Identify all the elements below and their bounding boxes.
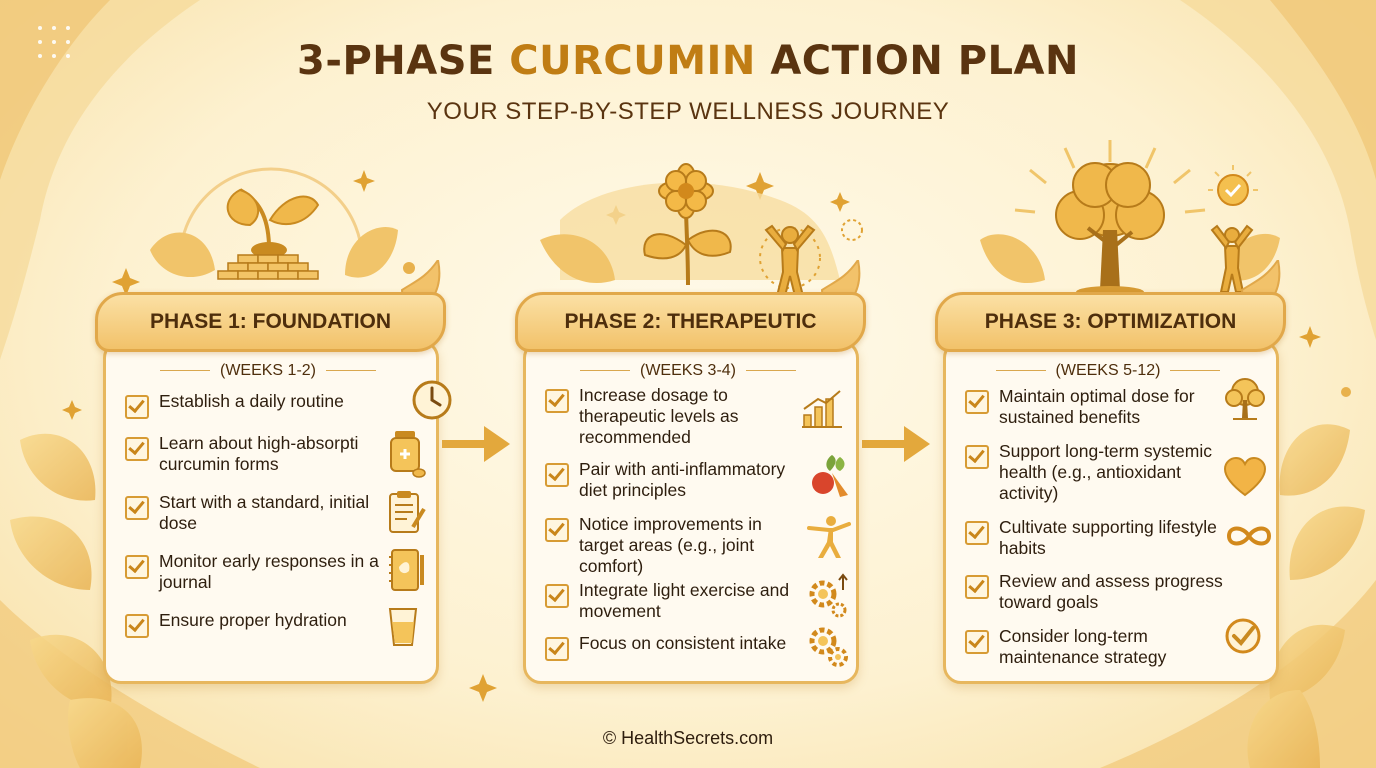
phase-2-title: PHASE 2: THERAPEUTIC xyxy=(515,292,866,352)
heart-icon xyxy=(1223,457,1267,497)
phase-3-body xyxy=(943,340,1279,684)
footer-copyright: © HealthSecrets.com xyxy=(602,728,774,748)
phase-3-title: PHASE 3: OPTIMIZATION xyxy=(935,292,1286,352)
phase-1-weeks: (WEEKS 1-2) xyxy=(103,362,433,380)
checkbox-icon xyxy=(545,584,569,608)
checkbox-icon xyxy=(125,395,149,419)
bar-chart-icon xyxy=(802,390,842,428)
checkbox-icon xyxy=(125,496,149,520)
clipboard-icon xyxy=(389,491,426,533)
checkbox-icon xyxy=(545,389,569,413)
phase-1-title: PHASE 1: FOUNDATION xyxy=(95,292,446,352)
checkmark-circle-icon xyxy=(1225,618,1261,654)
checkbox-icon xyxy=(125,614,149,638)
supplement-bottle-icon xyxy=(390,431,426,478)
checkbox-icon xyxy=(965,521,989,545)
checkbox-icon xyxy=(545,463,569,487)
clock-icon xyxy=(412,380,452,420)
header: 3-PHASE CURCUMIN ACTION PLAN YOUR STEP-B… xyxy=(0,38,1376,126)
journal-icon xyxy=(389,549,424,591)
checkbox-icon xyxy=(965,390,989,414)
infinity-icon xyxy=(1226,526,1272,546)
checkbox-icon xyxy=(545,637,569,661)
phase-1-body xyxy=(103,340,439,684)
checkbox-icon xyxy=(965,630,989,654)
tree-icon xyxy=(1225,378,1265,420)
vegetables-icon xyxy=(812,455,848,497)
page-title: 3-PHASE CURCUMIN ACTION PLAN xyxy=(297,38,1079,84)
water-glass-icon xyxy=(388,608,418,646)
phase-2-weeks: (WEEKS 3-4) xyxy=(523,362,853,380)
checkbox-icon xyxy=(125,555,149,579)
arrow-right-icon xyxy=(442,426,510,462)
checkbox-icon xyxy=(965,445,989,469)
gears-icon xyxy=(809,627,848,667)
stretching-person-icon xyxy=(807,516,851,558)
checkbox-icon xyxy=(545,518,569,542)
page-subtitle: YOUR STEP-BY-STEP WELLNESS JOURNEY xyxy=(426,98,950,125)
checkbox-icon xyxy=(965,575,989,599)
arrow-right-icon xyxy=(862,426,930,462)
phase-3-weeks: (WEEKS 5-12) xyxy=(943,362,1273,380)
title-highlight: CURCUMIN xyxy=(509,38,756,84)
gear-arrow-icon xyxy=(809,573,848,618)
checkbox-icon xyxy=(125,437,149,461)
